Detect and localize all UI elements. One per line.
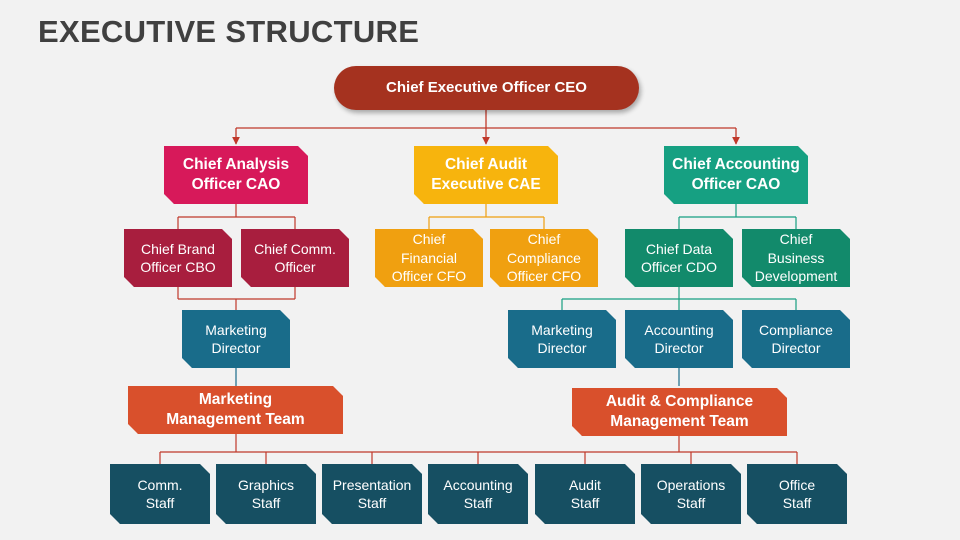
compliance-director-node: Compliance Director <box>742 310 850 368</box>
staff-connector <box>159 434 798 464</box>
staff-node-operations: Operations Staff <box>641 464 741 524</box>
chief-comm-officer-node: Chief Comm. Officer <box>241 229 349 287</box>
chief-audit-executive-node: Chief Audit Executive CAE <box>414 146 558 204</box>
audit-branch-connector <box>428 204 545 229</box>
staff-node-comm: Comm. Staff <box>110 464 210 524</box>
chief-compliance-officer-node: Chief Compliance Officer CFO <box>490 229 598 287</box>
ceo-connector <box>232 110 740 145</box>
staff-node-graphics: Graphics Staff <box>216 464 316 524</box>
chief-data-officer-node: Chief Data Officer CDO <box>625 229 733 287</box>
audit-compliance-management-team-node: Audit & Compliance Management Team <box>572 388 787 436</box>
marketing-director-right-node: Marketing Director <box>508 310 616 368</box>
staff-node-office: Office Staff <box>747 464 847 524</box>
staff-node-accounting: Accounting Staff <box>428 464 528 524</box>
marketing-management-team-node: Marketing Management Team <box>128 386 343 434</box>
chief-financial-officer-node: Chief Financial Officer CFO <box>375 229 483 287</box>
analysis-branch-connector <box>177 204 296 310</box>
staff-node-audit: Audit Staff <box>535 464 635 524</box>
accounting-branch-connector <box>561 204 797 310</box>
chief-business-development-node: Chief Business Development <box>742 229 850 287</box>
page-title: EXECUTIVE STRUCTURE <box>38 14 420 49</box>
accounting-director-node: Accounting Director <box>625 310 733 368</box>
ceo-node: Chief Executive Officer CEO <box>334 66 639 110</box>
chief-accounting-officer-node: Chief Accounting Officer CAO <box>664 146 808 204</box>
chief-brand-officer-node: Chief Brand Officer CBO <box>124 229 232 287</box>
chief-analysis-officer-node: Chief Analysis Officer CAO <box>164 146 308 204</box>
staff-node-presentation: Presentation Staff <box>322 464 422 524</box>
marketing-director-left-node: Marketing Director <box>182 310 290 368</box>
